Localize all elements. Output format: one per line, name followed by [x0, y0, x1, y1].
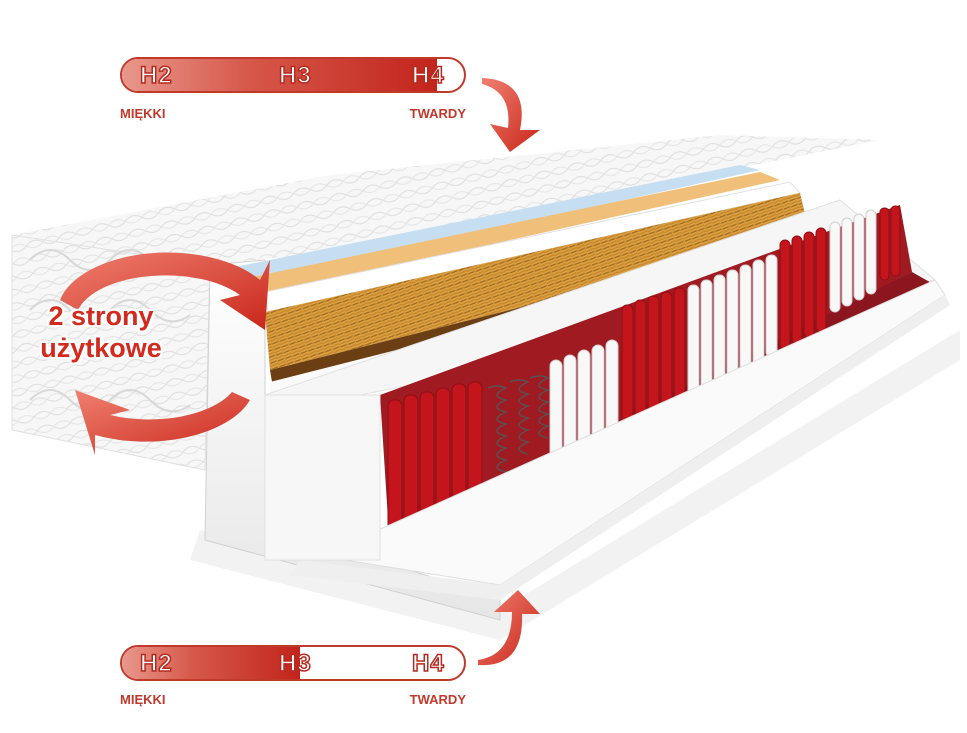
bottom-scale-fill	[122, 647, 300, 679]
top-level-h2: H2	[139, 61, 173, 90]
badge-line-2: użytkowe	[40, 333, 162, 363]
bottom-level-h4: H4	[411, 649, 445, 678]
bottom-level-h3: H3	[278, 649, 312, 678]
top-level-h4: H4	[411, 61, 445, 90]
top-soft-label: MIĘKKI	[120, 106, 166, 121]
arrow-down-icon	[482, 78, 540, 152]
bottom-soft-label: MIĘKKI	[120, 692, 166, 707]
two-sided-badge: 2 strony użytkowe	[6, 300, 196, 364]
arrow-up-icon	[478, 590, 540, 666]
top-firmness-scale: H2 H3 H4	[120, 57, 466, 93]
top-level-h3: H3	[278, 61, 312, 90]
bottom-firmness-scale: H2 H3 H4	[120, 645, 466, 681]
top-hard-label: TWARDY	[409, 106, 466, 121]
bottom-hard-label: TWARDY	[409, 692, 466, 707]
badge-line-1: 2 strony	[48, 301, 154, 331]
top-scale-fill	[122, 59, 437, 91]
bottom-level-h2: H2	[139, 649, 173, 678]
